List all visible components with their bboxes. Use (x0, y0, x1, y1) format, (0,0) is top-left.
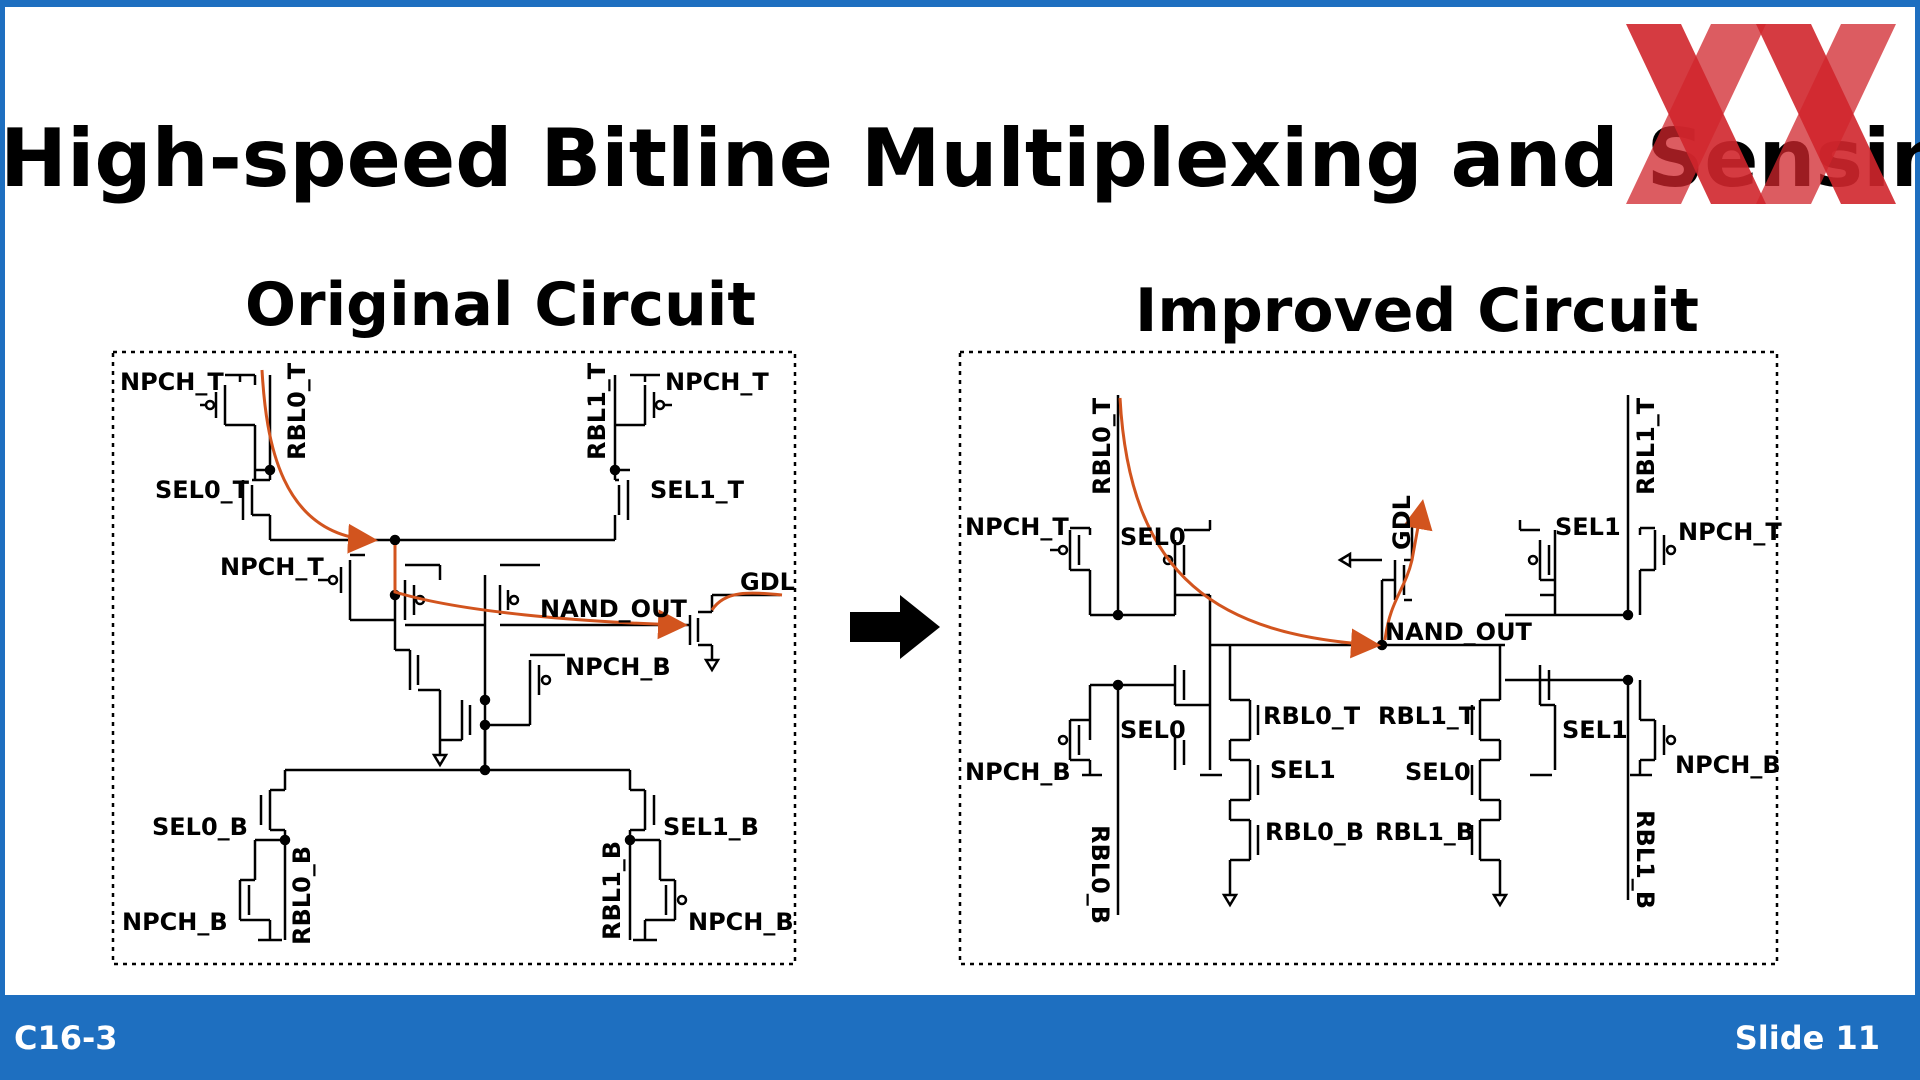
slide-frame-top (0, 0, 1920, 7)
improved-label-rbl1-t-mid: RBL1_T (1378, 702, 1476, 730)
original-label-sel0-t: SEL0_T (155, 476, 250, 504)
original-label-npch-t-mid: NPCH_T (220, 553, 324, 581)
improved-label-sel1-top: SEL1 (1555, 513, 1621, 541)
original-label-rbl0-b: RBL0_B (288, 846, 316, 945)
improved-label-nand-out: NAND_OUT (1385, 618, 1533, 646)
original-signal-path (260, 369, 378, 554)
original-label-rbl0-t: RBL0_T (283, 362, 311, 460)
original-label-rbl1-t: RBL1_T (583, 362, 611, 460)
improved-label-sel1-mid: SEL1 (1270, 756, 1336, 784)
original-label-npch-b-right: NPCH_B (688, 908, 794, 936)
improved-label-npch-t-right: NPCH_T (1678, 518, 1782, 546)
improved-label-rbl1-b-mid: RBL1_B (1375, 818, 1474, 846)
slide-frame-left (0, 0, 5, 1080)
original-label-sel1-t: SEL1_T (650, 476, 745, 504)
original-label-nand-out: NAND_OUT (540, 595, 688, 623)
original-label-sel0-b: SEL0_B (152, 813, 248, 841)
slide-title: High-speed Bitline Multiplexing and Sens… (0, 112, 1920, 205)
improved-circuit-heading: Improved Circuit (1135, 276, 1699, 346)
session-code: C16-3 (14, 1019, 118, 1057)
original-label-npch-t-right: NPCH_T (665, 368, 769, 396)
improved-circuit-box (958, 350, 1779, 966)
improved-label-sel0-left: SEL0 (1120, 716, 1186, 744)
improved-label-rbl0-b: RBL0_B (1086, 825, 1114, 924)
improved-label-rbl0-b-mid: RBL0_B (1265, 818, 1364, 846)
original-label-npch-b-left: NPCH_B (122, 908, 228, 936)
transform-arrow (850, 595, 940, 659)
slide-footer: C16-3 Slide 11 (0, 995, 1920, 1080)
improved-signal-path (1118, 397, 1381, 659)
improved-label-npch-t-left: NPCH_T (965, 513, 1069, 541)
improved-label-rbl1-t: RBL1_T (1632, 397, 1660, 495)
improved-label-rbl0-t: RBL0_T (1088, 397, 1116, 495)
improved-label-npch-b-left: NPCH_B (965, 758, 1071, 786)
original-label-npch-t-left: NPCH_T (120, 368, 224, 396)
improved-label-sel0-top: SEL0 (1120, 523, 1186, 551)
improved-label-npch-b-right: NPCH_B (1675, 751, 1781, 779)
original-label-rbl1-b: RBL1_B (598, 841, 626, 940)
improved-circuit: RBL0_T RBL1_T GDL NPCH_T SEL0 SEL1 NPCH_… (958, 350, 1782, 966)
original-label-gdl: GDL (740, 568, 795, 596)
original-label-sel1-b: SEL1_B (663, 813, 759, 841)
improved-label-rbl0-t-mid: RBL0_T (1263, 702, 1361, 730)
improved-label-sel0-mid: SEL0 (1405, 758, 1471, 786)
improved-label-sel1-right: SEL1 (1562, 716, 1628, 744)
original-label-npch-b-mid: NPCH_B (565, 653, 671, 681)
xx-logo (1626, 24, 1896, 204)
original-circuit-box (111, 350, 797, 966)
improved-label-rbl1-b: RBL1_B (1631, 810, 1659, 909)
slide-number: Slide 11 (1734, 1019, 1880, 1057)
original-circuit-heading: Original Circuit (245, 270, 757, 340)
improved-label-gdl: GDL (1388, 495, 1416, 550)
slide-frame-right (1915, 0, 1920, 1080)
original-circuit: NPCH_T RBL0_T RBL1_T NPCH_T SEL0_T SEL1_… (111, 350, 797, 966)
